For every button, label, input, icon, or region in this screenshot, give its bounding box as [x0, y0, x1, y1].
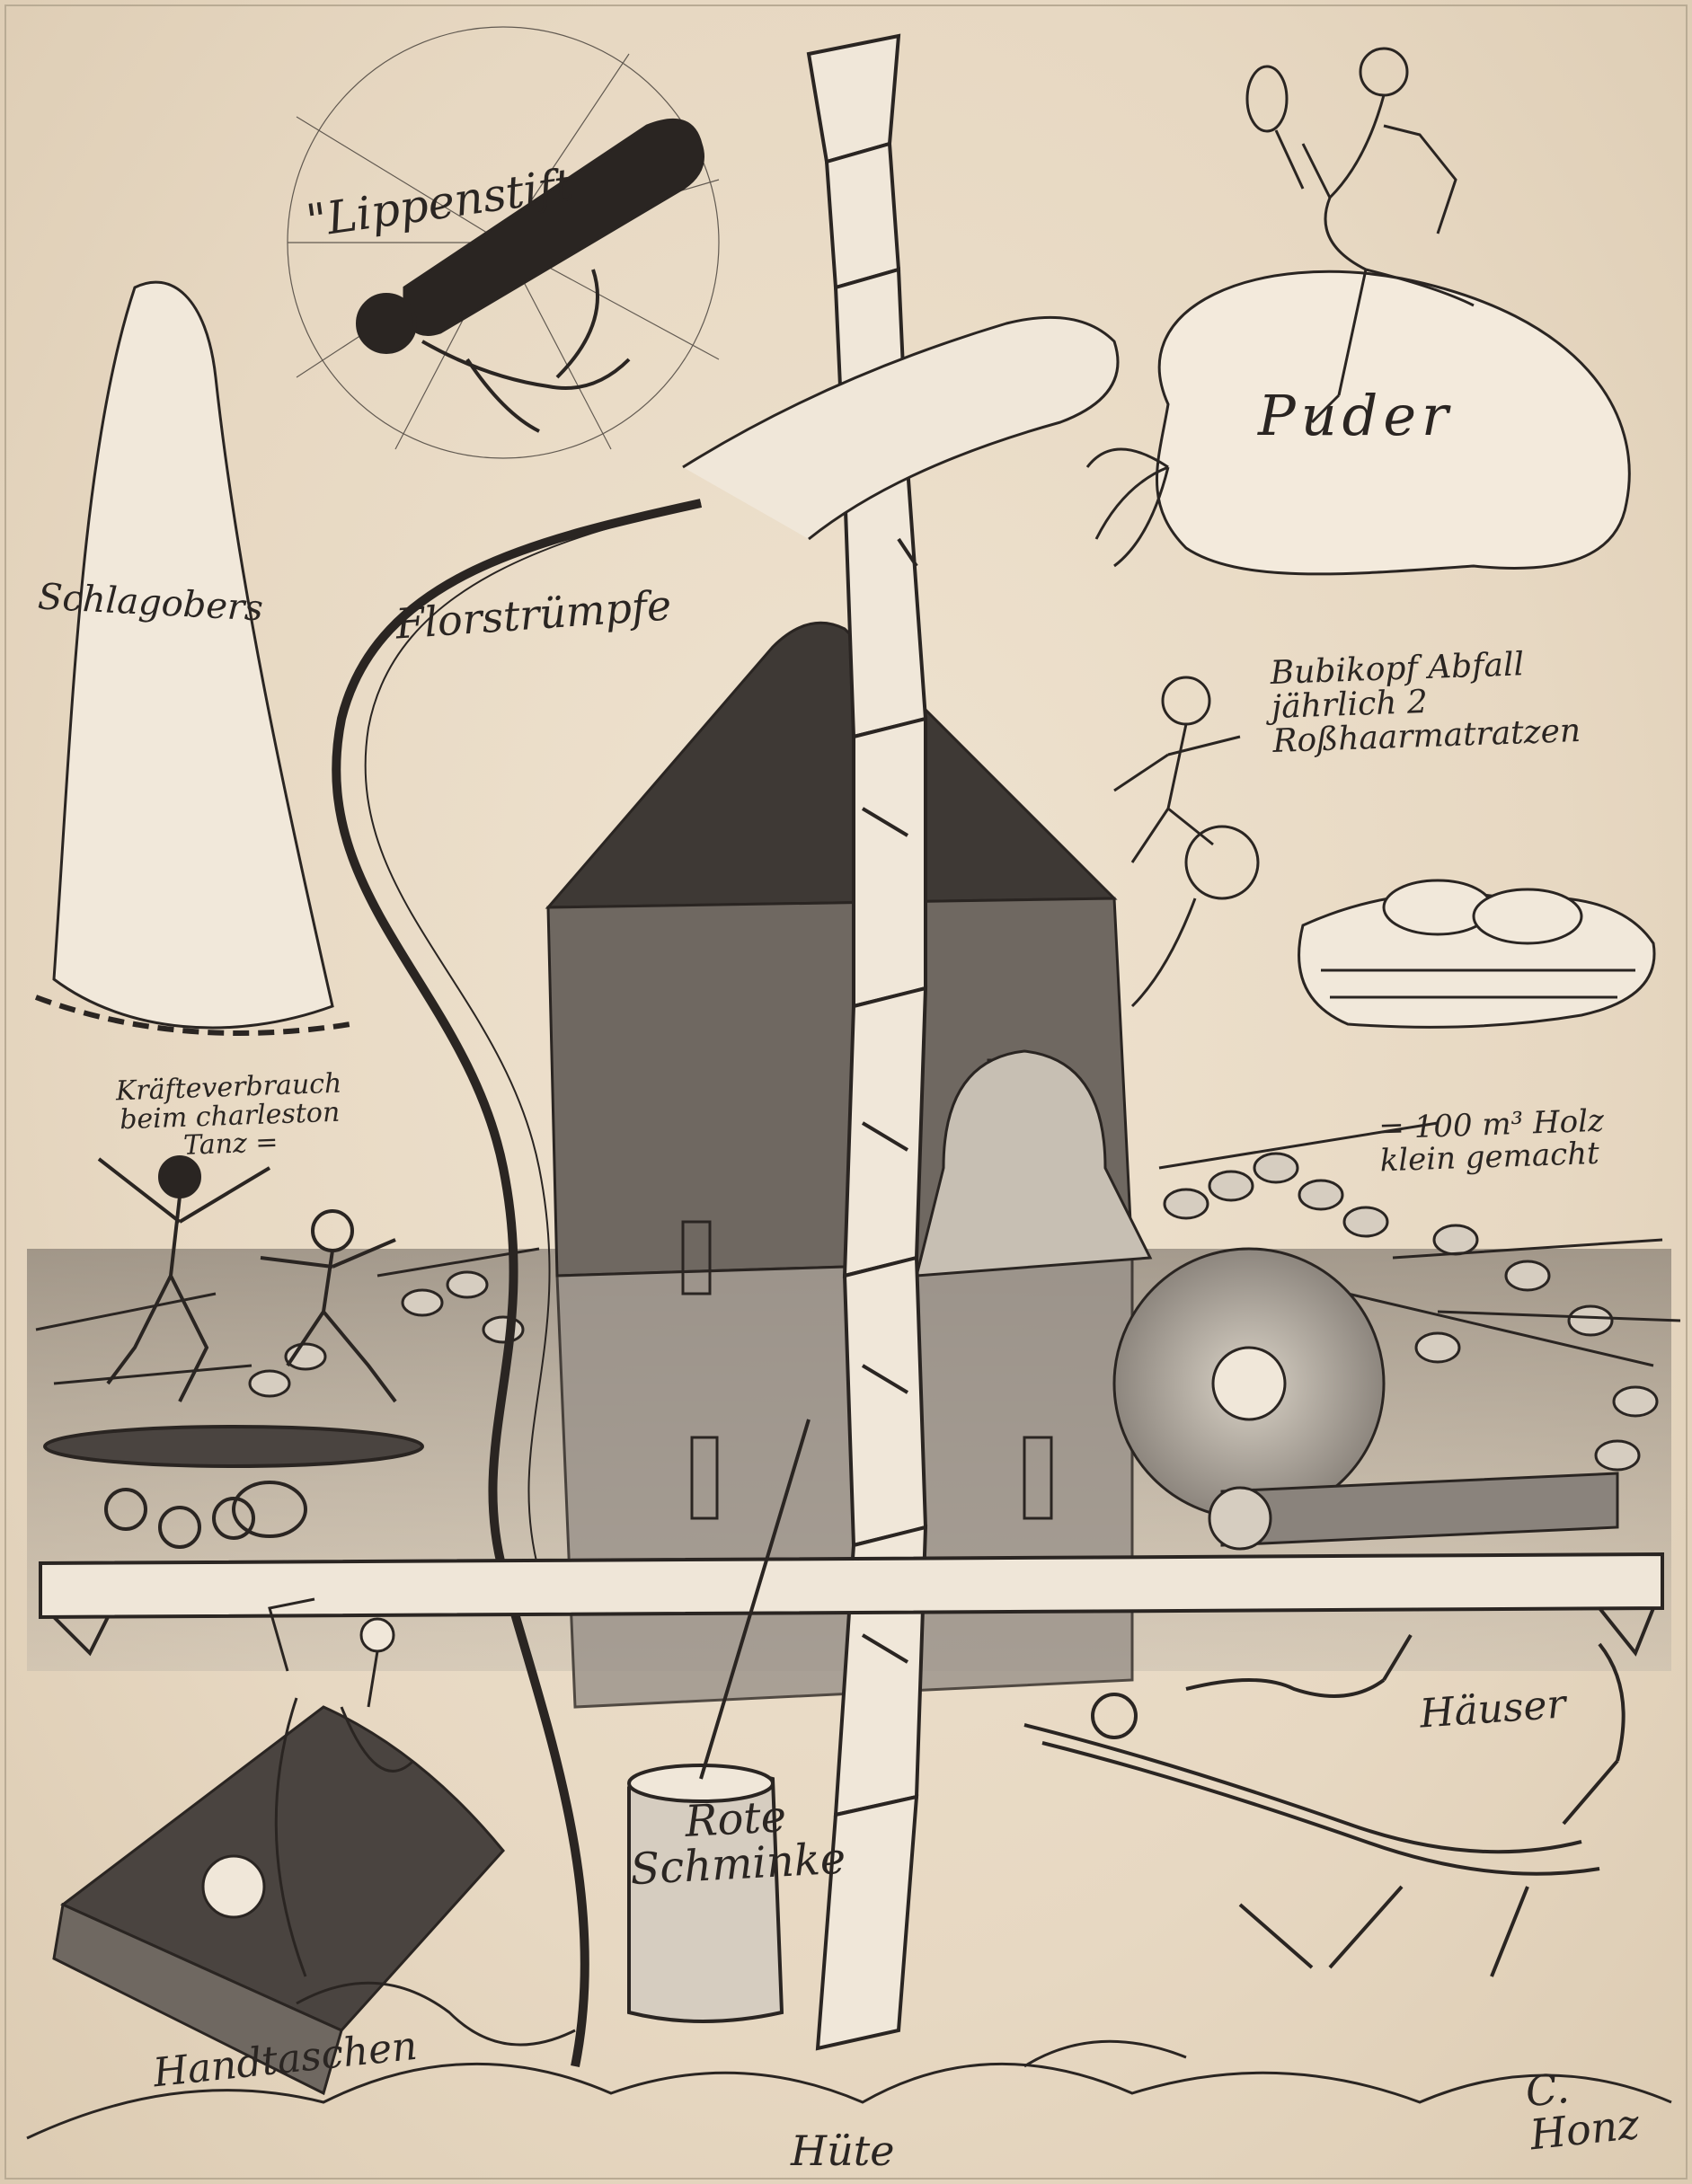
puder-sack	[1156, 270, 1631, 576]
window	[681, 1220, 712, 1295]
caption-kraefteverbrauch: Kräfteverbrauch beim charleston Tanz =	[115, 1067, 342, 1162]
charleston-dancers	[43, 1155, 424, 1468]
bird-cage	[915, 1049, 1153, 1278]
house-roof	[545, 621, 1118, 909]
lipstick-bottle	[403, 118, 704, 336]
log-pile	[1158, 1121, 1681, 1472]
puder-woman	[1245, 47, 1475, 424]
schlagobers-base	[34, 995, 351, 1036]
wooden-beam	[39, 1552, 1664, 1620]
saw-hub	[1211, 1346, 1287, 1421]
mattress-pile	[1298, 879, 1656, 1029]
handbag-woman	[52, 1597, 505, 2096]
window	[1023, 1436, 1053, 1520]
caption-rote-schminke: Rote Schminke	[629, 1791, 847, 1896]
schlagobers-cone	[52, 280, 334, 1030]
beam-bracket	[52, 1606, 1655, 1657]
puder-knot	[1085, 447, 1170, 568]
beam-ornaments	[104, 1481, 307, 1549]
ground-tangle	[26, 2062, 1672, 2140]
rote-schminke-pot	[627, 1419, 811, 2023]
caption-haeuser: Häuser	[1418, 1681, 1568, 1737]
page-border	[4, 4, 1688, 2180]
caption-huete: Hüte	[791, 2127, 895, 2175]
caption-bubikopf: Bubikopf Abfall jährlich 2 Roßhaarmatrat…	[1270, 646, 1581, 760]
log-end	[1208, 1486, 1272, 1551]
lipstick-man	[356, 269, 631, 433]
artist-signature: C. Honz	[1523, 2063, 1642, 2160]
caption-holz: = 100 m³ Holz klein gemacht	[1378, 1102, 1605, 1180]
lippenstift-rays	[287, 26, 720, 459]
hairdresser	[1113, 676, 1260, 1008]
ground-tangle	[296, 1981, 1187, 2068]
window	[690, 1436, 719, 1520]
stocking	[332, 499, 703, 2067]
haeuser-figure	[1023, 1633, 1626, 1977]
stocking-inner	[364, 502, 702, 1573]
reclining-woman	[682, 315, 1120, 541]
caption-puder: Puder	[1258, 383, 1454, 448]
